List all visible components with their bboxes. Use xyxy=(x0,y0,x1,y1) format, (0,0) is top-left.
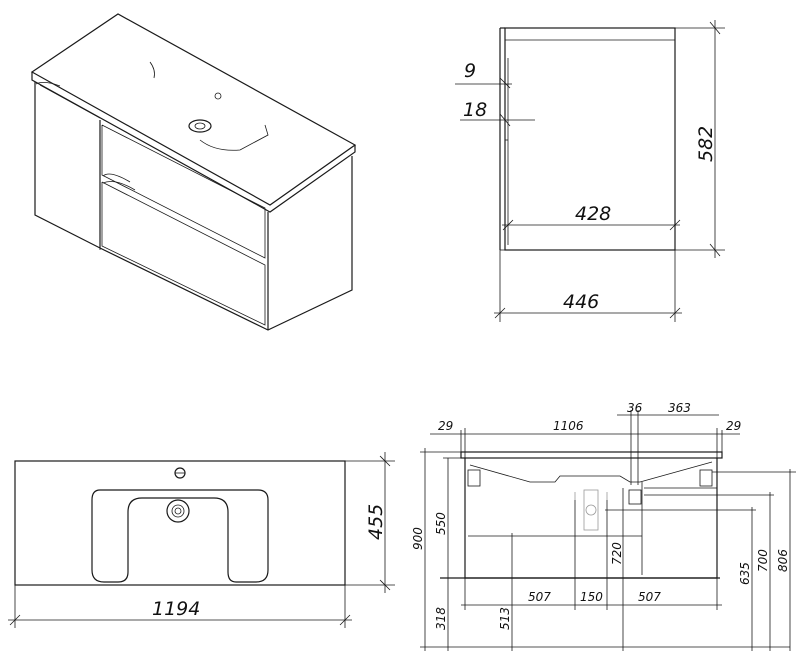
dim-front-550: 550 xyxy=(434,512,448,535)
dim-side-9: 9 xyxy=(464,60,476,82)
wall-hook-center xyxy=(628,489,642,505)
countertop-top xyxy=(30,13,357,206)
drain-icon xyxy=(166,499,190,523)
dim-side-18: 18 xyxy=(463,99,487,121)
siphon-icon xyxy=(583,489,599,531)
isometric-view xyxy=(30,13,357,331)
dim-front-36: 36 xyxy=(627,401,643,415)
dim-front-507-right: 507 xyxy=(638,590,661,604)
upper-drawer xyxy=(101,124,266,259)
lower-drawer xyxy=(101,181,266,326)
dim-front-806: 806 xyxy=(776,549,790,572)
plan-view: 455 1194 xyxy=(8,452,395,628)
drain-icon xyxy=(188,119,212,133)
countertop xyxy=(460,451,723,459)
dim-side-428: 428 xyxy=(575,203,611,225)
side-view: 9 18 582 428 446 xyxy=(455,20,725,322)
dim-front-1106: 1106 xyxy=(553,419,584,433)
tap-hole-icon xyxy=(214,92,222,100)
dim-front-363: 363 xyxy=(668,401,691,415)
drawer-handle xyxy=(102,173,136,191)
dim-front-720: 720 xyxy=(610,542,624,565)
wall-hook-right xyxy=(699,469,713,487)
dim-front-900: 900 xyxy=(411,527,425,550)
dim-front-700: 700 xyxy=(756,549,770,572)
dim-side-446: 446 xyxy=(563,291,599,313)
dim-side-582: 582 xyxy=(695,126,717,162)
dim-front-507-left: 507 xyxy=(528,590,551,604)
dim-front-318: 318 xyxy=(434,607,448,630)
dim-front-635: 635 xyxy=(738,562,752,585)
front-view: 29 1106 29 36 363 900 550 318 513 720 50… xyxy=(411,401,796,651)
dim-front-150: 150 xyxy=(580,590,603,604)
basin-outline xyxy=(199,124,269,151)
wall-hook-left xyxy=(467,469,481,487)
dim-front-513: 513 xyxy=(498,607,512,630)
dim-plan-1194: 1194 xyxy=(152,598,200,620)
dim-front-29-right: 29 xyxy=(726,419,741,433)
basin-outline xyxy=(91,489,269,583)
dim-front-29-left: 29 xyxy=(438,419,453,433)
dim-plan-455: 455 xyxy=(365,504,387,540)
